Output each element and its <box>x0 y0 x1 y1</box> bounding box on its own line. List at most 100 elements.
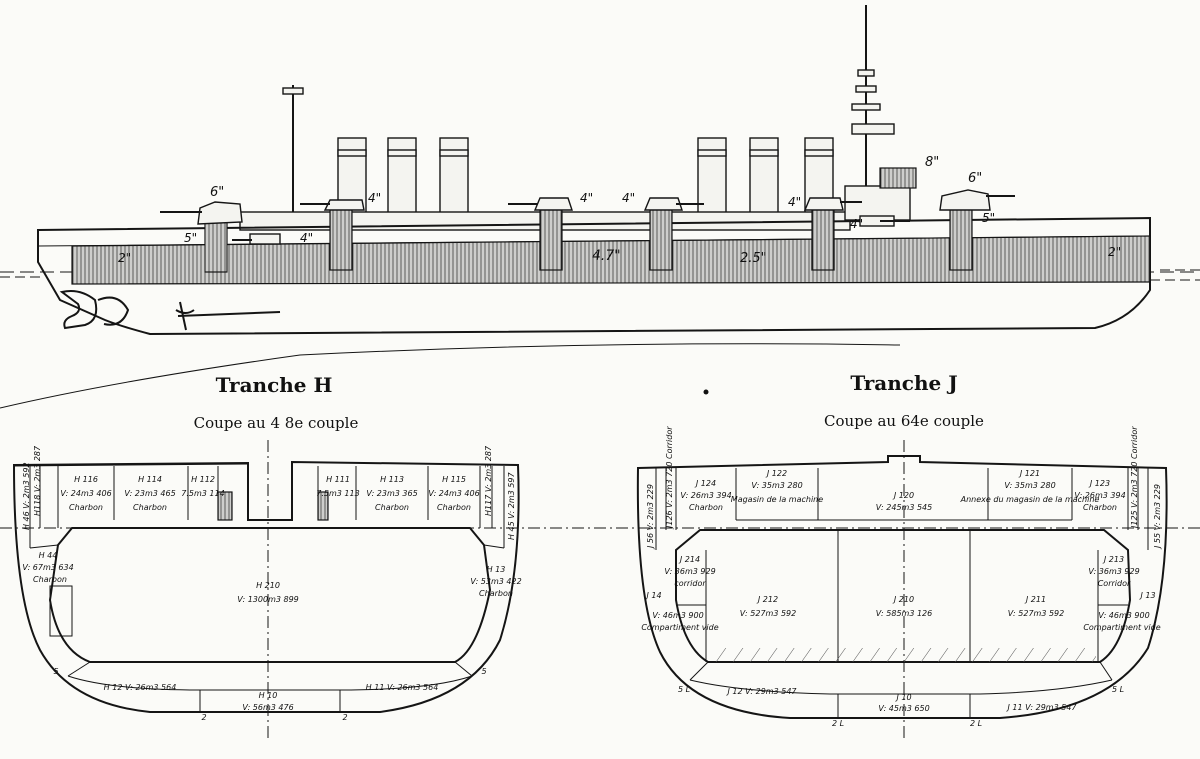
frame-h-2-left: 2 <box>201 713 206 722</box>
cell-h46: H 46 V: 2m3 592 <box>22 462 31 530</box>
label-gun-4-b: 4" <box>580 191 593 205</box>
separator-dot <box>703 389 709 395</box>
label-belt-4-7: 4.7" <box>592 248 621 264</box>
cell-j210: J 210 <box>892 595 914 604</box>
ship-profile: 6" 6" 4" 4" 4" 4" 4" 4" 5" 5" 8" 2" 4.7"… <box>0 5 1200 336</box>
cell-j120-volume: V: 245m3 545 <box>876 503 932 512</box>
cell-j122: J 122 <box>765 469 787 478</box>
frame-j-2l-left: 2 L <box>832 719 844 728</box>
cell-h111-volume: 7.5m3 113 <box>316 489 359 498</box>
cell-j13-content: Compartiment vide <box>1083 623 1160 632</box>
cell-j122-volume: V: 35m3 280 <box>751 481 802 490</box>
cell-h115-volume: V: 24m3 406 <box>428 489 479 498</box>
cell-j11: J 11 V: 29m3 547 <box>1006 703 1078 712</box>
cell-h113: H 113 <box>380 475 404 484</box>
cell-h116-content: Charbon <box>69 503 103 512</box>
label-gun-6-fwd: 6" <box>210 185 224 200</box>
gun-barbettes <box>204 205 973 273</box>
cell-h112-volume: 7.5m3 114 <box>181 489 224 498</box>
frame-h-5-left: 5 <box>53 667 58 676</box>
cell-h113-content: Charbon <box>375 503 409 512</box>
cell-h116: H 116 <box>74 475 98 484</box>
cell-j212: J 212 <box>756 595 778 604</box>
cell-j14: J 14 <box>644 591 661 600</box>
label-belt-2-fwd: 2" <box>118 251 131 265</box>
cell-j10-volume: V: 45m3 650 <box>878 704 929 713</box>
label-gun-5-aft: 5" <box>982 211 995 225</box>
cell-h111: H 111 <box>326 475 350 484</box>
cell-h117: H117 V: 2m3 287 <box>484 445 493 516</box>
cell-j120: J 120 <box>892 491 914 500</box>
cell-j213: J 213 <box>1102 555 1124 564</box>
cell-j214: J 214 <box>678 555 700 564</box>
cell-h10: H 10 <box>259 691 278 700</box>
cell-j125: J125 V: 2m3 720 Corridor <box>1130 426 1139 530</box>
cell-h114-volume: V: 23m3 465 <box>124 489 175 498</box>
frame-j-5l-right: 5 L <box>1112 685 1124 694</box>
frame-j-5l-left: 5 L <box>678 685 690 694</box>
cell-h44-content: Charbon <box>33 575 67 584</box>
cell-h10-volume: V: 56m3 476 <box>242 703 293 712</box>
cell-j210-volume: V: 585m3 126 <box>876 609 932 618</box>
tranche-j-subtitle: Coupe au 64e couple <box>824 412 984 430</box>
cell-j56: J 56 V: 2m3 229 <box>646 484 655 550</box>
cell-j14-content: Compartiment vide <box>641 623 718 632</box>
frame-h-5-right: 5 <box>481 667 486 676</box>
cell-j121-volume: V: 35m3 280 <box>1004 481 1055 490</box>
cell-h11: H 11 V: 26m3 564 <box>366 683 439 692</box>
cell-j122-content: Magasin de la machine <box>731 495 823 504</box>
cell-j124-volume: V: 26m3 394 <box>680 491 731 500</box>
tranche-h-title: Tranche H <box>216 373 333 397</box>
cell-j123-volume: V: 26m3 394 <box>1074 491 1125 500</box>
cell-j124-content: Charbon <box>689 503 723 512</box>
label-gun-5-fwd: 5" <box>184 231 197 245</box>
casemate-guns <box>232 215 910 245</box>
label-belt-2-5: 2.5" <box>740 251 767 266</box>
cell-j123: J 123 <box>1088 479 1110 488</box>
sketch-line <box>0 343 901 409</box>
label-gun-4-a: 4" <box>368 191 381 205</box>
cell-h44: H 44 <box>39 551 58 560</box>
cell-h210: H 210 <box>256 581 280 590</box>
label-gun-4-c: 4" <box>622 191 635 205</box>
cell-j121-content: Annexe du magasin de la machine <box>960 495 1100 504</box>
cell-h13-volume: V: 53m3 422 <box>470 577 521 586</box>
cell-h116-volume: V: 24m3 406 <box>60 489 111 498</box>
tranche-j-title: Tranche J <box>850 371 957 395</box>
label-gun-4-casemate: 4" <box>300 231 313 245</box>
cell-h44-volume: V: 67m3 634 <box>22 563 73 572</box>
masts <box>282 5 895 218</box>
gun-turrets <box>160 189 1015 225</box>
cell-j124: J 124 <box>694 479 716 488</box>
cell-h13-content: Charbon <box>479 589 513 598</box>
cell-j14-volume: V: 46m3 900 <box>652 611 703 620</box>
cell-h118: H118 V: 2m3 287 <box>33 445 42 516</box>
cell-h115-content: Charbon <box>437 503 471 512</box>
cell-j126: J126 V: 2m3 720 Corridor <box>665 426 674 530</box>
cell-j121: J 121 <box>1018 469 1040 478</box>
cell-j55: J 55 V: 2m3 229 <box>1153 484 1162 550</box>
label-gun-4-d: 4" <box>788 195 801 209</box>
tranche-j-section: J 124 V: 26m3 394 Charbon J 122 V: 35m3 … <box>636 426 1168 740</box>
cell-h113-volume: V: 23m3 365 <box>366 489 417 498</box>
cell-h112: H 112 <box>191 475 215 484</box>
cell-j12: J 12 V: 29m3 547 <box>726 687 798 696</box>
cell-j213-content: Corridor <box>1098 579 1131 588</box>
cell-h210-volume: V: 1300m3 899 <box>237 595 299 604</box>
cell-j214-volume: V: 36m3 929 <box>664 567 715 576</box>
cell-j13-volume: V: 46m3 900 <box>1098 611 1149 620</box>
tranche-h-section: H 46 V: 2m3 592 H118 V: 2m3 287 H 116 V:… <box>12 440 522 740</box>
cell-h114: H 114 <box>138 475 162 484</box>
cell-j123-content: Charbon <box>1083 503 1117 512</box>
cell-h114-content: Charbon <box>133 503 167 512</box>
label-belt-2-aft: 2" <box>1108 245 1121 259</box>
cell-h13: H 13 <box>487 565 506 574</box>
cell-j211: J 211 <box>1024 595 1046 604</box>
tranche-h-subtitle: Coupe au 4 8e couple <box>194 414 359 432</box>
armour-labels: 6" 6" 4" 4" 4" 4" 4" 4" 5" 5" 8" 2" 4.7"… <box>118 155 1121 266</box>
cell-j13: J 13 <box>1138 591 1155 600</box>
cell-j214-content: corridor <box>674 579 706 588</box>
cell-j10: J 10 <box>894 693 911 702</box>
